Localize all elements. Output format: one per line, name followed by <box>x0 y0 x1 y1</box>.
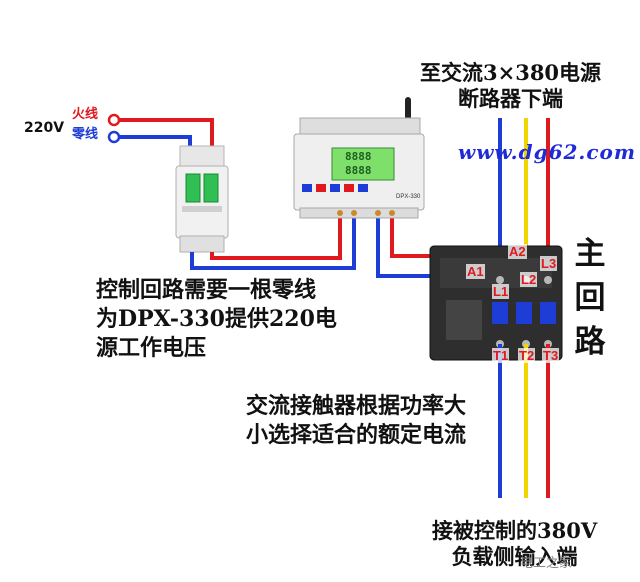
supply-wires <box>107 113 214 150</box>
terminal-l1: L1 <box>492 284 510 299</box>
load-caption-line1: 接被控制的380V <box>432 518 598 543</box>
watermark: 电工之家 <box>520 556 573 571</box>
phase-wires-bottom <box>498 344 550 498</box>
device-model-label: DPX-330 <box>396 194 421 200</box>
main-circuit-char2: 回 <box>574 280 606 316</box>
lcd-readout-bottom: 8888 <box>345 164 372 177</box>
live-terminal <box>107 113 121 127</box>
supply-voltage-label: 220V <box>24 120 65 136</box>
terminal-t1: T1 <box>492 348 510 363</box>
contactor-rating-caption: 交流接触器根据功率大 小选择适合的额定电流 <box>246 392 466 450</box>
main-circuit-char3: 路 <box>574 324 606 360</box>
circuit-breaker <box>175 145 229 253</box>
load-caption-line2: 负载侧输入端 <box>451 544 578 569</box>
neutral-terminal <box>107 130 121 144</box>
terminal-l3: L3 <box>540 256 558 271</box>
neutral-requirement-caption: 控制回路需要一根零线 为DPX-330提供220电 源工作电压 <box>96 276 337 363</box>
terminal-l2: L2 <box>520 272 538 287</box>
lcd-screen <box>331 147 395 181</box>
supply-caption-line1: 至交流3×380电源 <box>420 60 602 85</box>
main-circuit-char1: 主 <box>574 236 606 272</box>
website-url: www.dg62.com <box>458 140 637 164</box>
terminal-a2: A2 <box>508 244 527 259</box>
lcd-readout-top: 8888 <box>345 150 372 163</box>
neutral-wire-in <box>119 135 192 150</box>
neutral-wire-label: 零线 <box>72 127 99 142</box>
neutral-wire-to-controller <box>190 214 356 270</box>
neutral-caption-line3: 源工作电压 <box>96 335 207 361</box>
supply-caption-line2: 断路器下端 <box>458 86 564 111</box>
three-phase-supply-caption: 至交流3×380电源 断路器下端 <box>420 60 601 112</box>
contactor-caption-line1: 交流接触器根据功率大 <box>246 393 467 419</box>
contactor-caption-line2: 小选择适合的额定电流 <box>246 422 467 448</box>
neutral-caption-line2: 为DPX-330提供220电 <box>96 306 337 332</box>
main-circuit-label: 主 回 路 <box>572 232 608 364</box>
load-side-caption: 接被控制的380V 负载侧输入端 <box>432 518 597 570</box>
terminal-a1: A1 <box>466 264 485 279</box>
dpx-330-controller <box>293 97 425 219</box>
neutral-caption-line1: 控制回路需要一根零线 <box>96 277 317 303</box>
live-wire-to-controller <box>210 214 342 260</box>
terminal-t3: T3 <box>542 348 560 363</box>
terminal-t2: T2 <box>518 348 536 363</box>
live-wire-in <box>119 118 214 150</box>
live-wire-label: 火线 <box>72 107 99 122</box>
